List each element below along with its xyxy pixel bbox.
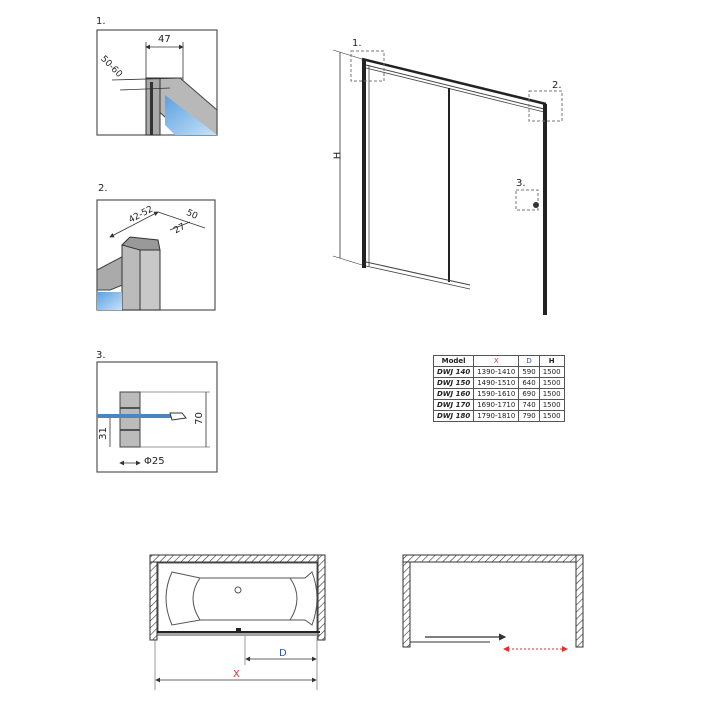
cell-d: 740 [518, 399, 540, 411]
cell-d: 690 [518, 388, 540, 400]
detail-2-number: 2. [98, 183, 108, 194]
front-height-label: H [332, 151, 344, 160]
header-x: X [473, 355, 520, 367]
detail-3-dim-offset: 31 [97, 427, 109, 440]
detail-3-dim-height: 70 [193, 412, 205, 425]
cell-x: 1590-1610 [473, 388, 520, 400]
cell-h: 1500 [538, 388, 565, 400]
plan-d-label: D [279, 648, 287, 659]
cell-d: 790 [518, 410, 540, 422]
detail-3 [96, 361, 218, 473]
table-row: DWJ 160 1590-1610 690 1500 [432, 388, 565, 400]
cell-h: 1500 [538, 410, 565, 422]
front-view [332, 49, 563, 315]
plan-x-label: X [233, 669, 240, 680]
cell-model: DWJ 140 [432, 366, 475, 378]
cell-x: 1690-1710 [473, 399, 520, 411]
front-callout-1: 1. [352, 38, 362, 49]
slide-view [402, 554, 584, 652]
plan-view [149, 554, 326, 690]
cell-x: 1790-1810 [473, 410, 520, 422]
cell-model: DWJ 180 [432, 410, 475, 422]
table-row: DWJ 170 1690-1710 740 1500 [432, 399, 565, 411]
detail-1 [96, 29, 218, 136]
cell-model: DWJ 170 [432, 399, 475, 411]
header-h: H [538, 355, 565, 367]
header-model: Model [432, 355, 475, 367]
spec-table: Model X D H DWJ 140 1390-1410 590 1500 D… [432, 355, 565, 422]
detail-3-dim-diameter: Φ25 [144, 456, 165, 467]
detail-1-dim-width: 47 [158, 34, 171, 45]
cell-model: DWJ 150 [432, 377, 475, 389]
detail-2 [96, 199, 216, 311]
front-callout-3: 3. [516, 178, 526, 189]
detail-3-number: 3. [96, 350, 106, 361]
detail-1-number: 1. [96, 16, 106, 27]
cell-h: 1500 [538, 399, 565, 411]
cell-model: DWJ 160 [432, 388, 475, 400]
front-callout-2: 2. [552, 80, 562, 91]
cell-d: 640 [518, 377, 540, 389]
table-row: DWJ 180 1790-1810 790 1500 [432, 410, 565, 422]
cell-h: 1500 [538, 377, 565, 389]
cell-h: 1500 [538, 366, 565, 378]
spec-header-row: Model X D H [432, 355, 565, 367]
table-row: DWJ 150 1490-1510 640 1500 [432, 377, 565, 389]
table-row: DWJ 140 1390-1410 590 1500 [432, 366, 565, 378]
cell-d: 590 [518, 366, 540, 378]
cell-x: 1490-1510 [473, 377, 520, 389]
cell-x: 1390-1410 [473, 366, 520, 378]
header-d: D [518, 355, 540, 367]
